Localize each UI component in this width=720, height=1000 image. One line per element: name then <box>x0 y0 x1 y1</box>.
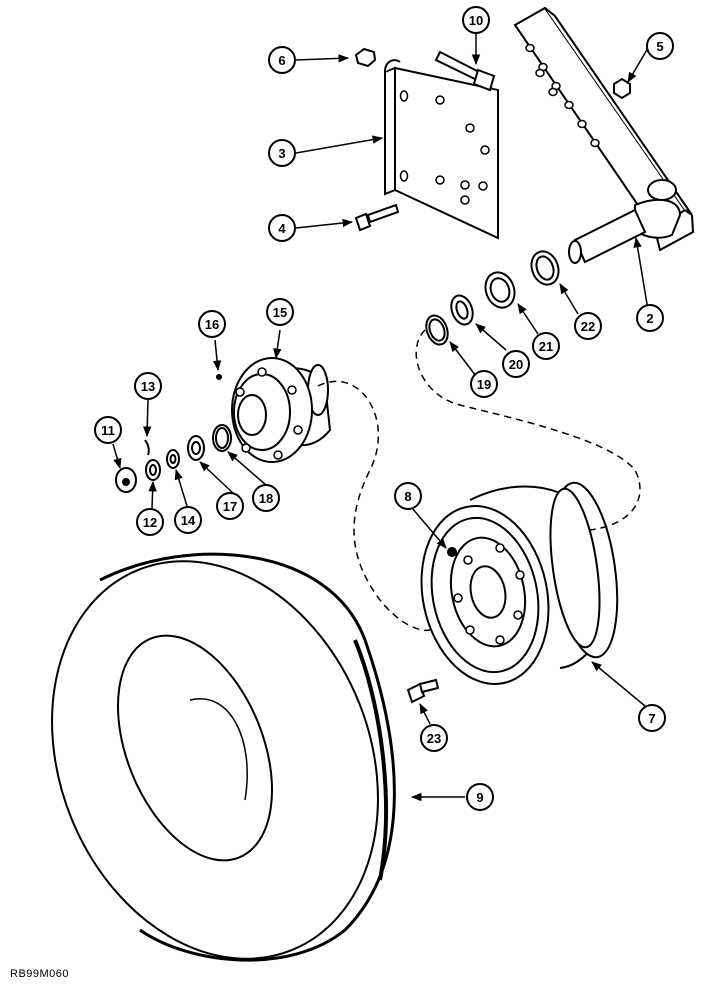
callout-3-label: 3 <box>278 146 285 161</box>
callout-11: 11 <box>94 416 122 444</box>
hub-part <box>231 357 332 463</box>
callout-5: 5 <box>646 32 674 60</box>
callout-15-label: 15 <box>273 305 287 320</box>
callout-2-label: 2 <box>646 311 653 326</box>
callout-8: 8 <box>394 482 422 510</box>
callout-10-label: 10 <box>469 13 483 28</box>
callout-20-label: 20 <box>509 357 523 372</box>
callout-6: 6 <box>268 46 296 74</box>
callout-8-label: 8 <box>404 489 411 504</box>
wheel-stud-holes <box>453 543 525 645</box>
callout-7-label: 7 <box>648 711 655 726</box>
callout-4-label: 4 <box>278 221 286 236</box>
callout-13-label: 13 <box>141 379 155 394</box>
callout-23-label: 23 <box>427 731 441 746</box>
figure-reference-code: RB99M060 <box>10 968 70 980</box>
callout-19-label: 19 <box>477 377 491 392</box>
callout-12-label: 12 <box>143 515 157 530</box>
callout-13: 13 <box>134 372 162 400</box>
callout-16: 16 <box>198 310 226 338</box>
callout-18-label: 18 <box>259 491 273 506</box>
callout-10: 10 <box>462 6 490 34</box>
callout-19: 19 <box>470 370 498 398</box>
fasteners <box>354 47 631 704</box>
callout-9-label: 9 <box>476 790 483 805</box>
callout-14-label: 14 <box>181 513 196 528</box>
callout-22: 22 <box>574 312 602 340</box>
spindle-arm-part <box>513 6 695 264</box>
callout-23: 23 <box>420 724 448 752</box>
bearing-parts <box>425 250 560 346</box>
callout-6-label: 6 <box>278 53 285 68</box>
callout-9: 9 <box>466 783 494 811</box>
callout-14: 14 <box>174 506 202 534</box>
mounting-plate-part <box>384 59 499 240</box>
wheel-rim-part <box>420 481 619 685</box>
callout-16-label: 16 <box>205 317 219 332</box>
callout-17: 17 <box>216 492 244 520</box>
callout-12: 12 <box>136 508 164 536</box>
callout-20: 20 <box>502 350 530 378</box>
callout-5-label: 5 <box>656 39 663 54</box>
callout-2: 2 <box>636 304 664 332</box>
leader-lines <box>112 34 649 802</box>
callout-18: 18 <box>252 484 280 512</box>
callout-3: 3 <box>268 139 296 167</box>
callout-21: 21 <box>532 332 560 360</box>
callout-7: 7 <box>638 704 666 732</box>
callout-21-label: 21 <box>539 339 553 354</box>
hub-small-parts <box>115 374 232 493</box>
callout-15: 15 <box>266 298 294 326</box>
callout-22-label: 22 <box>581 319 595 334</box>
callout-17-label: 17 <box>223 499 237 514</box>
callout-4: 4 <box>268 214 296 242</box>
tire-part <box>51 552 396 962</box>
callouts: 6 10 5 3 4 2 22 21 20 19 15 16 13 11 12 … <box>94 6 674 811</box>
callout-11-label: 11 <box>101 423 115 438</box>
assembly-path-lines <box>317 329 641 632</box>
